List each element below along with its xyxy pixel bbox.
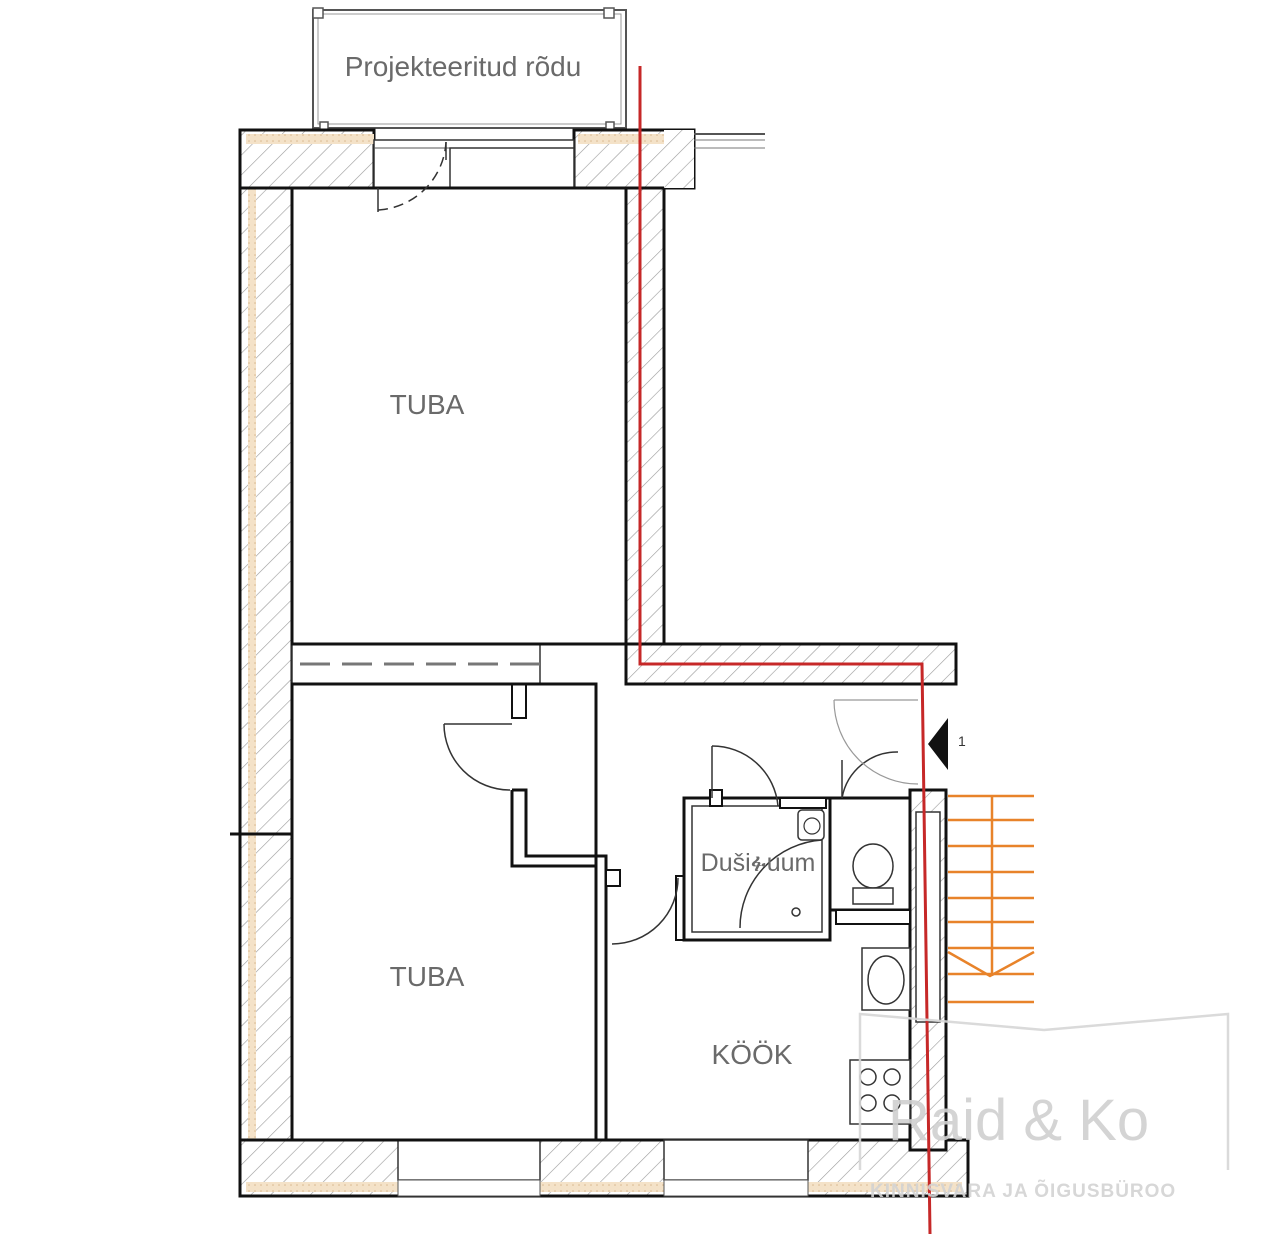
shower-label: Dušiፉuum — [701, 849, 816, 877]
red-boundary-line — [638, 66, 932, 1235]
room-label-top: TUBA — [390, 389, 465, 420]
interior-walls — [230, 186, 685, 1142]
watermark: Raid & Ko KINNISVARA JA ÕIGUSBÜROO — [858, 1012, 1230, 1202]
staircase — [947, 794, 1035, 1004]
kitchen-label: KÖÖK — [712, 1039, 793, 1070]
doors — [377, 141, 919, 945]
balcony — [312, 7, 627, 131]
watermark-logo-text: Raid & Ko — [888, 1088, 1149, 1153]
entrance-arrow: 1 — [928, 718, 966, 770]
wc-room — [828, 796, 912, 925]
entrance-number: 1 — [958, 733, 966, 749]
room-label-bottom: TUBA — [390, 961, 465, 992]
watermark-tagline: KINNISVARA JA ÕIGUSBÜROO — [870, 1180, 1176, 1202]
balcony-label: Projekteeritud rõdu — [345, 51, 582, 82]
